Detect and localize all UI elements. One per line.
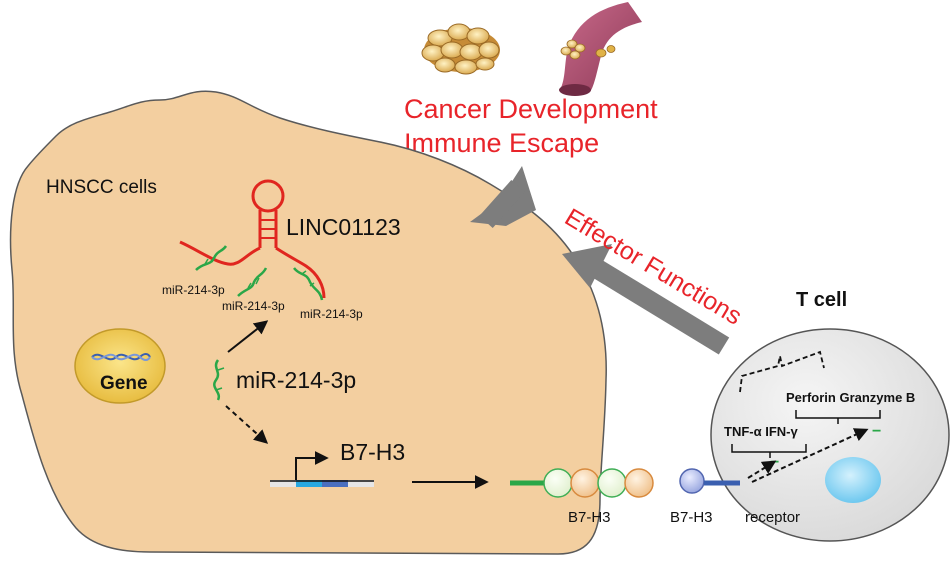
bound-mirna-1 [195,245,228,271]
tnf-bracket [731,444,807,458]
bound-mirna-label-2: miR-214-3p [222,299,285,313]
gene-nucleus: Gene [74,328,166,404]
linc01123-rna [179,179,326,299]
gene-label: Gene [100,373,148,394]
tnf-ifn-label: TNF-α IFN-γ [724,424,798,439]
b7h3-protein [510,468,654,498]
linc01123-label: LINC01123 [286,214,401,240]
tcell-title: T cell [796,289,847,311]
bound-mirna-3 [293,267,324,301]
b7h3-ligand [679,468,740,494]
tcell-dashed-bracket [739,350,825,393]
hnscc-cell-membrane [9,90,607,555]
outcome-line-2: Immune Escape [404,128,599,158]
arrow-mirna-to-linc [227,320,269,353]
hnscc-label: HNSCC cells [46,177,157,198]
vessel-tumor-cells-icon [560,39,616,60]
dashed-arrow-to-tnf [747,460,777,479]
b7h3-protein-label: B7-H3 [568,509,611,526]
dna-helix-icon [91,353,151,361]
perforin-minus: − [872,423,881,440]
tcell-nucleus [825,457,881,503]
tumor-cluster-icon [421,23,500,75]
blood-vessel-icon [559,2,642,96]
arrow-to-outcome [470,166,536,228]
bound-mirna-2 [237,267,268,297]
perforin-bracket [795,410,881,424]
free-mirna [213,359,225,401]
t-cell [710,328,950,542]
dashed-arrow-to-perforin [751,428,869,483]
b7h3-ligand-label: B7-H3 [670,509,713,526]
perforin-granzyme-label: Perforin Granzyme B [786,390,915,405]
bound-mirna-label-1: miR-214-3p [162,283,225,297]
b7h3-gene-label: B7-H3 [340,439,405,465]
outcome-line-1: Cancer Development [404,94,658,124]
arrow-effector-functions [562,244,730,355]
b7h3-gene [270,451,374,487]
mirna-label: miR-214-3p [236,367,356,393]
bound-mirna-label-3: miR-214-3p [300,307,363,321]
receptor-label: receptor [745,509,800,526]
